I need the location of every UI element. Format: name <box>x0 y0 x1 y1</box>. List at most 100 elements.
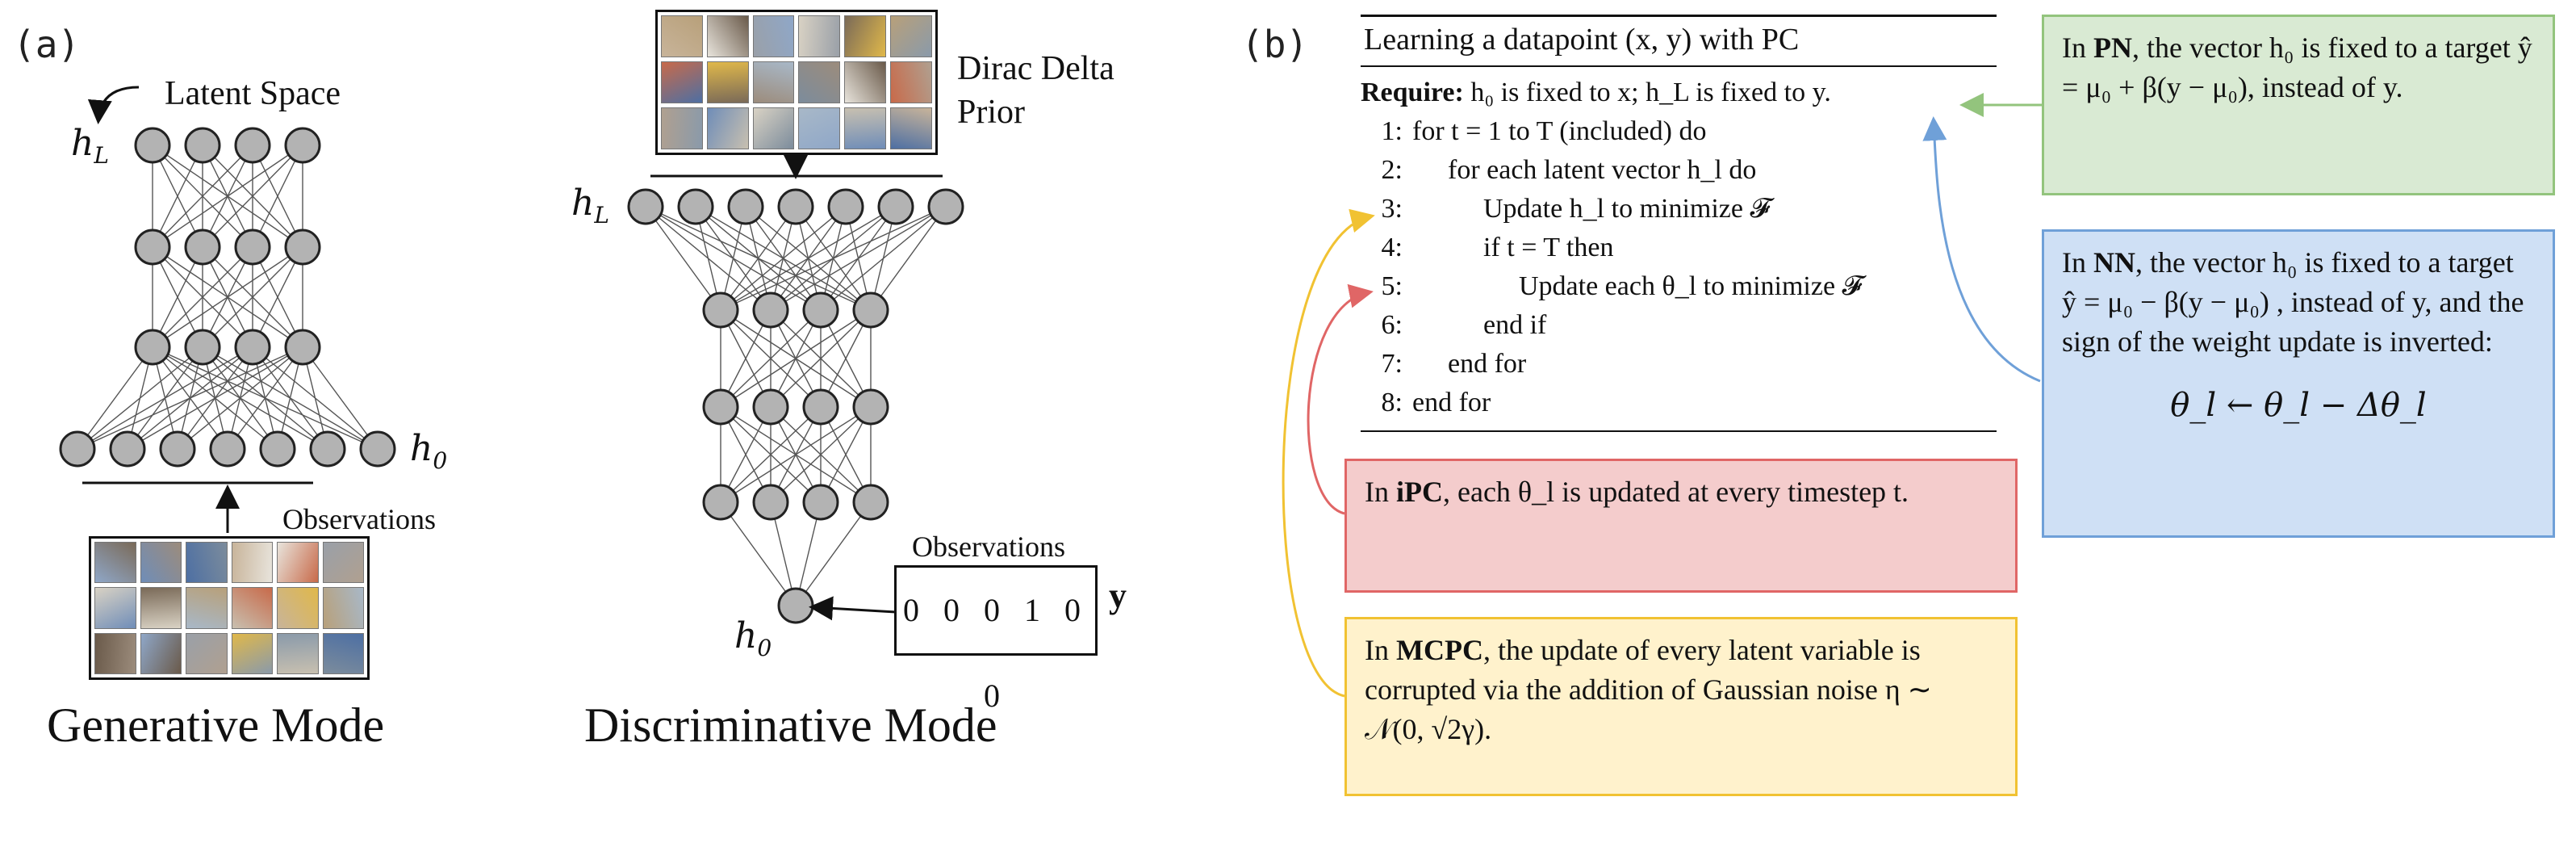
generative-node <box>284 127 321 164</box>
generative-mode-title: Generative Mode <box>47 698 385 752</box>
nn-note: In NN, the vector h₀ is fixed to a targe… <box>2042 229 2555 538</box>
generative-edge <box>302 346 378 450</box>
image-thumbnail <box>277 542 319 584</box>
image-thumbnail <box>277 587 319 629</box>
mcpc-name: MCPC <box>1396 634 1483 666</box>
algorithm-line: 7: end for <box>1361 345 1997 384</box>
generative-edge <box>227 346 303 450</box>
nn-arrow <box>1922 116 2041 383</box>
gen-top-node-label: hL <box>71 123 109 169</box>
generative-edge <box>252 246 303 348</box>
algorithm-line: 6:end if <box>1361 306 1997 345</box>
discriminative-node <box>802 388 839 426</box>
discriminative-edge <box>720 206 947 311</box>
discriminative-node <box>777 188 814 225</box>
discriminative-edge <box>720 406 872 503</box>
gen-bottom-node-label: h0 <box>410 428 448 474</box>
algorithm-line-number: 7: <box>1381 349 1403 379</box>
image-thumbnail <box>186 632 228 674</box>
generative-network <box>59 127 396 468</box>
discriminative-edge <box>645 206 721 311</box>
discriminative-node <box>802 484 839 521</box>
image-thumbnail <box>231 587 273 629</box>
latent-space-label: Latent Space <box>165 75 341 112</box>
generative-node <box>184 229 221 266</box>
algorithm-require: Require: h₀ is fixed to x; h_L is fixed … <box>1361 73 1997 112</box>
algorithm-line-text: end for <box>1448 349 1527 379</box>
generative-node <box>209 430 246 468</box>
image-thumbnail <box>752 61 795 103</box>
image-thumbnail <box>231 542 273 584</box>
generative-edge <box>152 246 253 348</box>
generative-edge <box>152 145 253 248</box>
discriminative-edge <box>795 501 872 606</box>
discriminative-node <box>802 291 839 329</box>
generative-node <box>109 430 146 468</box>
discriminative-edge <box>720 501 797 606</box>
algorithm-line-text: for t = 1 to T (included) do <box>1412 116 1707 146</box>
algorithm-line-text: if t = T then <box>1483 233 1614 262</box>
latent-space-curved-arrow <box>87 86 140 124</box>
panel-b-letter: (b) <box>1241 23 1309 66</box>
disc-top-node-label: hL <box>571 182 609 229</box>
require-text: h₀ is fixed to x; h_L is fixed to y. <box>1470 78 1831 107</box>
generative-edge <box>127 346 303 450</box>
image-thumbnail <box>186 587 228 629</box>
image-thumbnail <box>140 542 182 584</box>
pn-text: , the vector h₀ is fixed to a target ŷ =… <box>2062 31 2532 103</box>
discriminative-node <box>702 388 739 426</box>
image-thumbnail <box>322 587 364 629</box>
image-thumbnail <box>706 107 749 149</box>
generative-node <box>259 430 296 468</box>
discriminative-node <box>752 484 789 521</box>
image-thumbnail <box>844 15 887 57</box>
discriminative-node <box>627 188 664 225</box>
image-thumbnail <box>140 587 182 629</box>
algorithm-line: 4:if t = T then <box>1361 229 1997 267</box>
generative-node <box>184 329 221 366</box>
ipc-note: In iPC, each θ_l is updated at every tim… <box>1344 459 2018 593</box>
discriminative-node <box>702 291 739 329</box>
nn-formula: θ_l ← θ_l − Δθ_l <box>2170 387 2427 424</box>
disc-bottom-node-label: h0 <box>734 615 772 661</box>
algorithm-block: Learning a datapoint (x, y) with PC Requ… <box>1361 15 1997 432</box>
mcpc-arrow <box>1282 208 1375 698</box>
image-thumbnail <box>752 107 795 149</box>
generative-node <box>159 430 196 468</box>
generative-edge <box>252 145 303 248</box>
algorithm-line-number: 3: <box>1381 194 1403 224</box>
image-thumbnail <box>798 107 841 149</box>
generative-node <box>184 127 221 164</box>
algorithm-line: 3:Update h_l to minimize 𝓕 <box>1361 190 1997 229</box>
generative-node <box>234 127 271 164</box>
discriminative-edge <box>720 309 872 408</box>
image-thumbnail <box>890 107 932 149</box>
prior-images <box>655 10 938 155</box>
algorithm-line-text: end if <box>1483 310 1547 340</box>
gen-observations-label: Observations <box>282 503 436 535</box>
label-vector-box: 0 0 0 1 0 0 <box>894 565 1098 714</box>
discriminative-edge <box>720 206 847 311</box>
image-thumbnail <box>140 632 182 674</box>
algorithm-line: 8:end for <box>1361 384 1997 422</box>
algorithm-line: 1:for t = 1 to T (included) do <box>1361 112 1997 151</box>
discriminative-edge <box>720 206 797 311</box>
require-keyword: Require: <box>1361 78 1464 107</box>
image-thumbnail <box>844 107 887 149</box>
generative-edge <box>177 346 303 450</box>
generative-edge <box>77 346 203 450</box>
algorithm-line-number: 5: <box>1381 271 1403 301</box>
algorithm-line-number: 2: <box>1381 155 1403 185</box>
image-thumbnail <box>322 542 364 584</box>
label-arrow <box>809 596 897 621</box>
discriminative-edge <box>820 309 872 408</box>
discriminative-edge <box>770 309 872 408</box>
generative-node <box>234 229 271 266</box>
image-thumbnail <box>798 15 841 57</box>
discriminative-mode-title: Discriminative Mode <box>584 698 997 752</box>
generative-edge <box>77 346 253 450</box>
label-symbol: y <box>1109 576 1127 615</box>
image-thumbnail <box>277 632 319 674</box>
generative-node <box>284 329 321 366</box>
